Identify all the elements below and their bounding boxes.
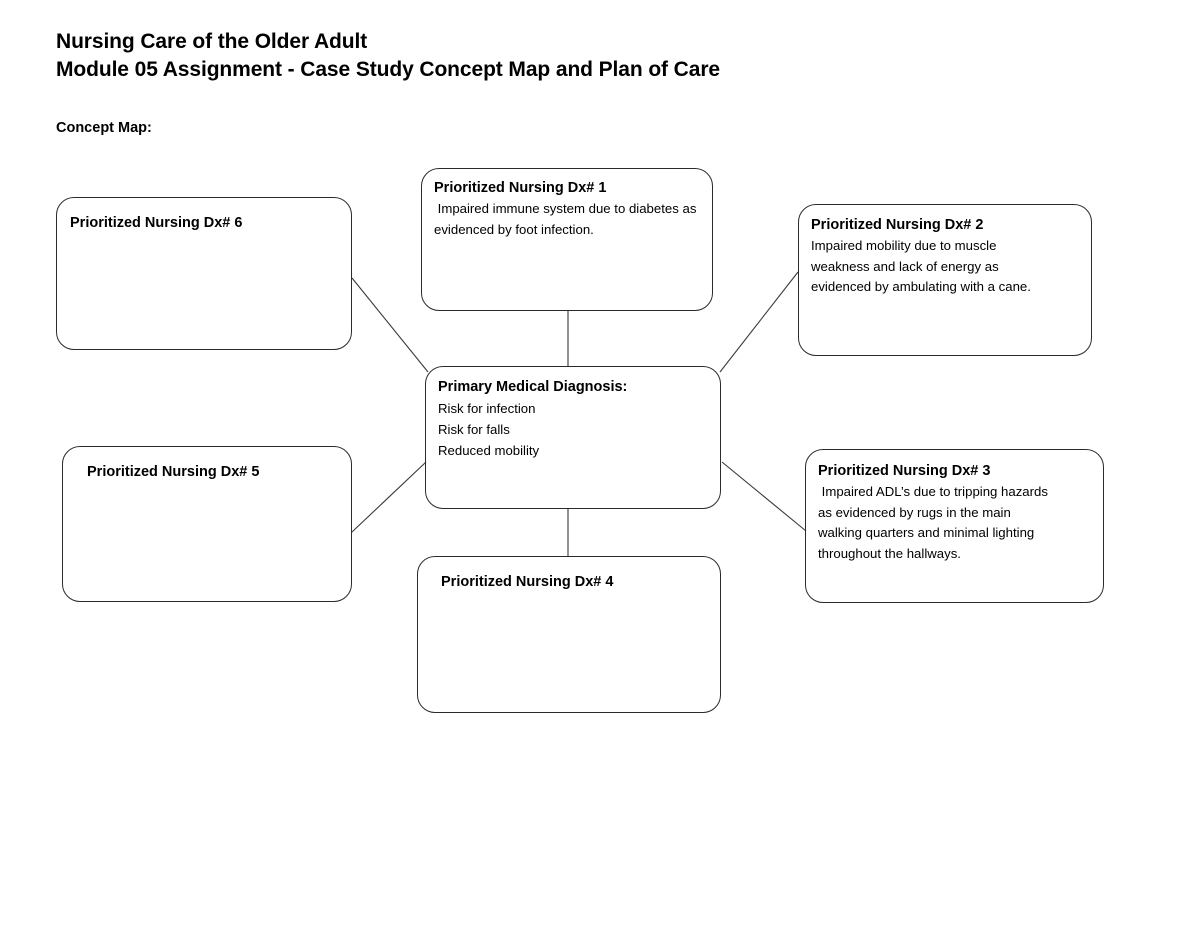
connector-dx6-to-primary (351, 277, 429, 373)
heading-line-1: Nursing Care of the Older Adult (56, 30, 368, 53)
node-dx5-title: Prioritized Nursing Dx# 5 (87, 464, 260, 480)
node-primary-medical-diagnosis[interactable]: Primary Medical Diagnosis: Risk for infe… (425, 366, 721, 509)
node-dx4[interactable]: Prioritized Nursing Dx# 4 (417, 556, 721, 713)
node-primary-list-item: Risk for infection (438, 401, 536, 416)
node-dx6-title: Prioritized Nursing Dx# 6 (70, 215, 243, 231)
connector-primary-to-dx3 (721, 461, 807, 532)
document-heading: Nursing Care of the Older Adult Module 0… (56, 28, 956, 84)
node-dx2[interactable]: Prioritized Nursing Dx# 2 Impaired mobil… (798, 204, 1092, 356)
node-primary-list-item: Risk for falls (438, 422, 510, 437)
node-dx4-title: Prioritized Nursing Dx# 4 (441, 574, 614, 590)
node-dx3-body: Impaired ADL’s due to tripping hazards a… (818, 484, 1048, 561)
node-primary-title: Primary Medical Diagnosis: (438, 379, 628, 395)
node-dx3[interactable]: Prioritized Nursing Dx# 3 Impaired ADL’s… (805, 449, 1104, 603)
node-primary-list-item: Reduced mobility (438, 443, 540, 458)
node-dx1-body: Impaired immune system due to diabetes a… (434, 201, 697, 237)
connector-primary-to-dx2 (719, 271, 799, 373)
node-dx5[interactable]: Prioritized Nursing Dx# 5 (62, 446, 352, 602)
section-label-concept-map: Concept Map: (56, 120, 152, 136)
node-primary-list: Risk for infection Risk for falls Reduce… (438, 398, 708, 461)
node-dx1-title: Prioritized Nursing Dx# 1 (434, 180, 607, 196)
node-dx6[interactable]: Prioritized Nursing Dx# 6 (56, 197, 352, 350)
heading-line-2: Module 05 Assignment - Case Study Concep… (56, 58, 720, 81)
node-dx1[interactable]: Prioritized Nursing Dx# 1 Impaired immun… (421, 168, 713, 311)
node-dx2-body: Impaired mobility due to muscle weakness… (811, 238, 1031, 294)
node-dx2-title: Prioritized Nursing Dx# 2 (811, 217, 984, 233)
connector-dx5-to-primary (351, 461, 427, 533)
node-dx3-title: Prioritized Nursing Dx# 3 (818, 463, 991, 479)
